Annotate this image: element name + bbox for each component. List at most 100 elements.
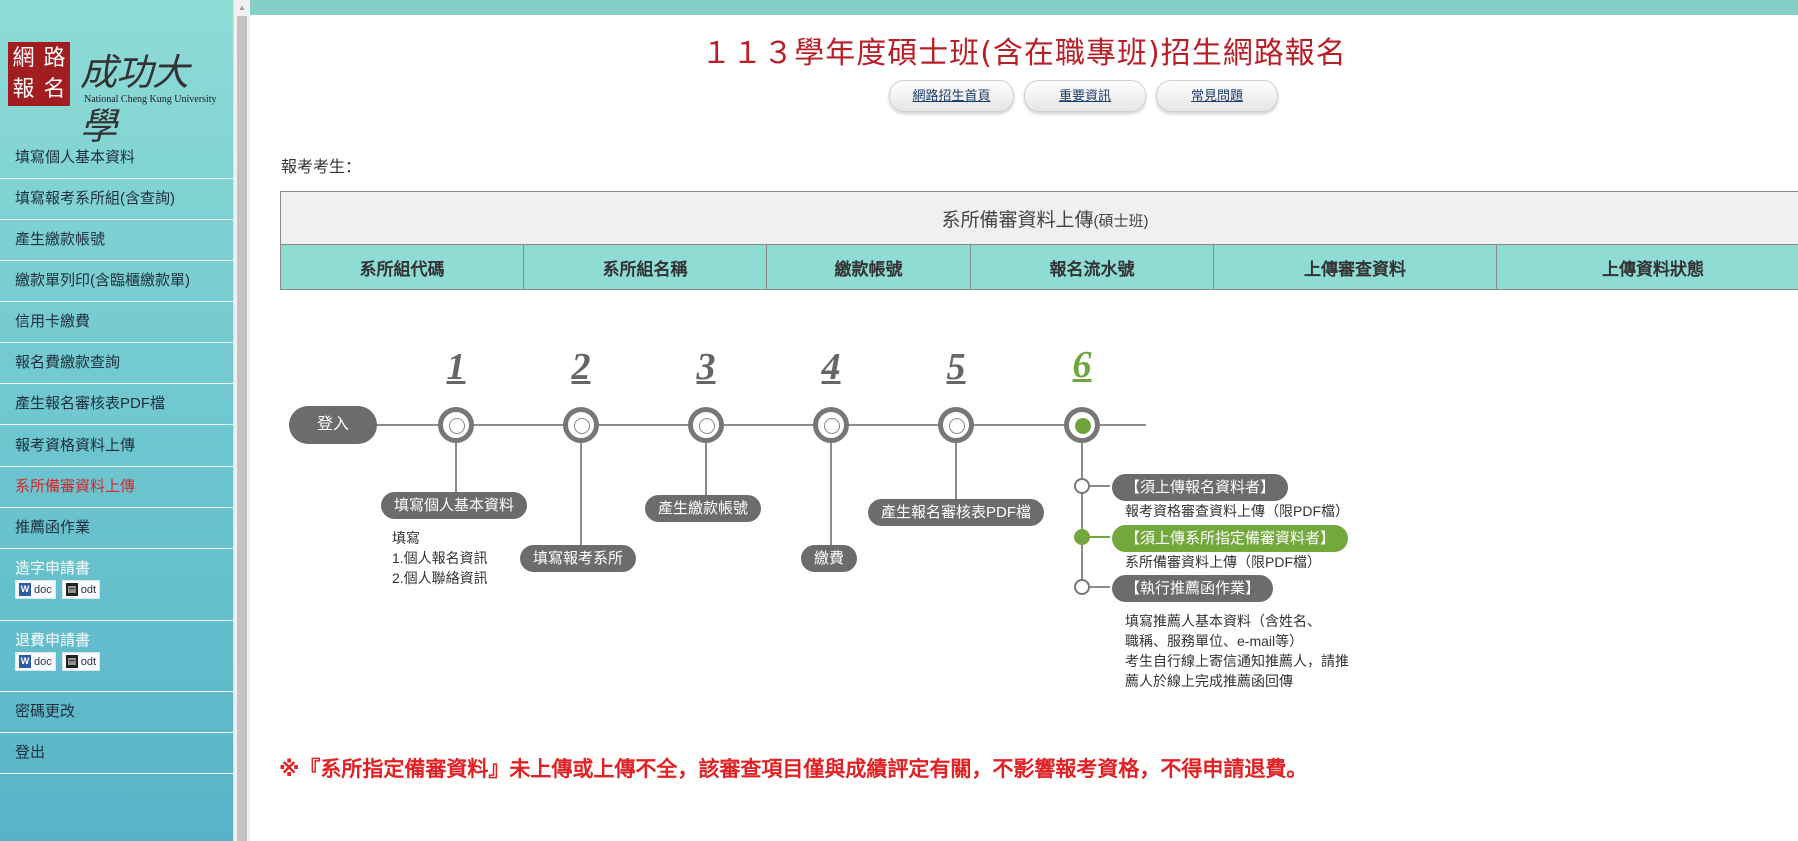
form-title: 退費申請書 (15, 632, 91, 649)
branch-dot (1074, 579, 1090, 595)
doc-download-link[interactable]: W doc (15, 580, 56, 599)
nav-important-info-link[interactable]: 重要資訊 (1024, 80, 1146, 112)
odt-file-icon: ▤ (65, 655, 78, 668)
top-accent-bar (250, 0, 1798, 15)
branch-label-recommendation: 【執行推薦函作業】 (1112, 575, 1274, 602)
scroll-thumb[interactable] (237, 16, 247, 841)
word-doc-icon: W (19, 583, 31, 596)
desc-line: 薦人於線上完成推薦函回傳 (1125, 673, 1293, 689)
word-doc-icon: W (19, 655, 31, 668)
branch-line (1090, 485, 1110, 487)
doc-label: doc (34, 655, 52, 668)
step-label-personal-info: 填寫個人基本資料 (381, 492, 528, 519)
ncku-logo[interactable]: 網 路 報 名 成功大學 National Cheng Kung Univers… (8, 42, 218, 148)
branch-label-department-review: 【須上傳系所指定備審資料者】 (1112, 525, 1349, 552)
column-header-payment-account: 繳款帳號 (766, 244, 971, 290)
top-nav: 網路招生首頁 重要資訊 常見問題 (889, 80, 1278, 112)
step-ring-icon (813, 407, 849, 443)
table-caption-text: 系所備審資料上傳 (941, 209, 1094, 231)
seal-char: 路 (43, 46, 66, 71)
sidebar-form-char-request: 造字申請書 W doc ▤ odt (0, 550, 233, 621)
online-registration-seal: 網 路 報 名 (8, 42, 70, 106)
examinee-label: 報考考生： (281, 159, 362, 176)
connector-line (705, 443, 707, 507)
desc-line: 職稱、服務單位、e-mail等） (1125, 633, 1304, 649)
branch-desc: 報考資格審查資料上傳（限PDF檔） (1125, 503, 1349, 519)
nav-admission-home-link[interactable]: 網路招生首頁 (889, 80, 1014, 112)
connector-line (580, 443, 582, 560)
sidebar-item-logout[interactable]: 登出 (0, 734, 233, 774)
seal-char: 名 (43, 77, 66, 102)
odt-download-link[interactable]: ▤ odt (61, 580, 101, 599)
desc-line: 考生自行線上寄信通知推薦人，請推 (1125, 653, 1349, 669)
sidebar-item-change-password[interactable]: 密碼更改 (0, 693, 233, 733)
odt-file-icon: ▤ (65, 583, 78, 596)
branch-desc: 填寫推薦人基本資料（含姓名、 職稱、服務單位、e-mail等） 考生自行線上寄信… (1125, 611, 1349, 691)
desc-line: 2.個人聯絡資訊 (392, 570, 488, 586)
sidebar-item-fee-query[interactable]: 報名費繳款查詢 (0, 344, 233, 384)
seal-char: 網 (12, 46, 35, 71)
doc-label: doc (34, 583, 52, 596)
odt-label: odt (80, 655, 97, 668)
branch-line (1090, 586, 1110, 588)
column-header-serial-number: 報名流水號 (970, 244, 1214, 290)
registration-flow-diagram: 登入 1 2 3 4 5 6 填寫個人基本資料 填寫 1.個人報名資訊 2.個人… (280, 344, 1430, 705)
connector-line (1081, 443, 1083, 588)
sidebar: 網 路 報 名 成功大學 National Cheng Kung Univers… (0, 0, 233, 841)
step-number: 4 (821, 346, 841, 388)
step-ring-icon (563, 407, 599, 443)
sidebar-item-review-pdf[interactable]: 產生報名審核表PDF檔 (0, 385, 233, 425)
sidebar-item-credit-card[interactable]: 信用卡繳費 (0, 303, 233, 343)
column-header-upload-review: 上傳審查資料 (1213, 244, 1497, 290)
seal-char: 報 (12, 77, 35, 102)
step-label-department: 填寫報考系所 (520, 545, 637, 572)
sidebar-item-payment-account[interactable]: 產生繳款帳號 (0, 221, 233, 261)
step-label-review-pdf: 產生報名審核表PDF檔 (868, 499, 1045, 526)
table-caption-suffix: (碩士班) (1093, 212, 1149, 230)
upload-table: 系所備審資料上傳(碩士班) 系所組代碼 系所組名稱 繳款帳號 報名流水號 上傳審… (280, 191, 1798, 290)
page-title: １１３學年度碩士班(含在職專班)招生網路報名 (701, 36, 1347, 71)
column-header-upload-status: 上傳資料狀態 (1496, 244, 1798, 290)
branch-desc: 系所備審資料上傳（限PDF檔） (1125, 554, 1321, 570)
sidebar-item-personal-info[interactable]: 填寫個人基本資料 (0, 139, 233, 179)
sidebar-item-department-upload[interactable]: 系所備審資料上傳 (0, 468, 233, 508)
sidebar-item-payment-slip[interactable]: 繳款單列印(含臨櫃繳款單) (0, 262, 233, 302)
step-number: 1 (446, 346, 466, 388)
connector-line (830, 443, 832, 560)
warning-notice: ※『系所指定備審資料』未上傳或上傳不全，該審查項目僅與成績評定有關，不影響報考資… (279, 758, 1308, 781)
connector-line (955, 443, 957, 509)
doc-download-link[interactable]: W doc (15, 652, 56, 671)
odt-label: odt (80, 583, 97, 596)
step-ring-icon (688, 407, 724, 443)
step-number: 2 (571, 346, 591, 388)
branch-label-eligibility: 【須上傳報名資料者】 (1112, 474, 1289, 501)
sidebar-item-department-choice[interactable]: 填寫報考系所組(含查詢) (0, 180, 233, 220)
sidebar-item-recommendation[interactable]: 推薦函作業 (0, 509, 233, 549)
connector-line (455, 443, 457, 505)
sidebar-form-refund: 退費申請書 W doc ▤ odt (0, 621, 233, 692)
odt-download-link[interactable]: ▤ odt (61, 652, 101, 671)
desc-line: 填寫推薦人基本資料（含姓名、 (1125, 613, 1321, 629)
column-header-dept-code: 系所組代碼 (280, 244, 524, 290)
step-label-payment: 繳費 (801, 545, 858, 572)
flow-login-pill: 登入 (289, 406, 377, 444)
step-number: 3 (696, 346, 716, 388)
desc-line: 1.個人報名資訊 (392, 550, 488, 566)
step-number: 5 (946, 346, 966, 388)
flow-main-line (340, 424, 1146, 426)
branch-dot-current (1074, 529, 1090, 545)
step-ring-icon (438, 407, 474, 443)
page-scrollbar[interactable]: ▲ (233, 0, 250, 841)
university-name-cn: 成功大學 (80, 51, 189, 148)
branch-line-current (1090, 536, 1110, 538)
branch-dot (1074, 478, 1090, 494)
step-ring-icon (938, 407, 974, 443)
nav-faq-link[interactable]: 常見問題 (1156, 80, 1278, 112)
scroll-up-icon[interactable]: ▲ (238, 3, 246, 12)
step-number-current: 6 (1072, 344, 1092, 386)
form-title: 造字申請書 (15, 560, 91, 577)
sidebar-item-eligibility-upload[interactable]: 報考資格資料上傳 (0, 427, 233, 467)
column-header-dept-name: 系所組名稱 (523, 244, 767, 290)
step-label-payment-account: 產生繳款帳號 (645, 495, 762, 522)
step-ring-current-icon (1064, 407, 1100, 443)
